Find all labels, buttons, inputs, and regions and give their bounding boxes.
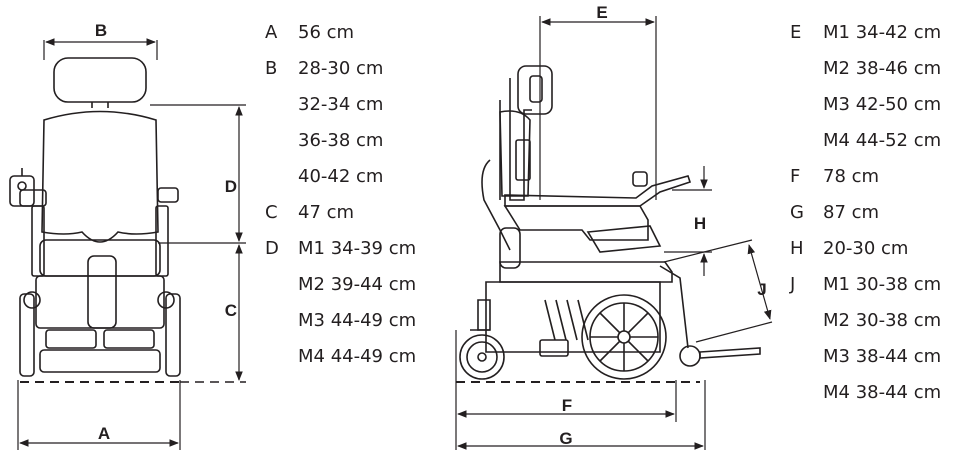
label-g: G (559, 429, 572, 448)
label-a: A (98, 424, 110, 443)
spec-value: M2 38-46 cm (823, 58, 942, 79)
side-armrest (504, 175, 692, 207)
spec-key: C (265, 202, 278, 223)
spec-value: 56 cm (298, 22, 355, 43)
front-right-footrest (103, 329, 155, 349)
spec-value: 28-30 cm (298, 58, 384, 79)
label-c: C (225, 301, 237, 320)
spec-value: 78 cm (823, 166, 880, 187)
label-d: D (225, 177, 237, 196)
side-backrest (499, 110, 531, 197)
side-rear-caster (459, 334, 505, 380)
spec-value: 47 cm (298, 202, 355, 223)
front-right-armrest (157, 187, 179, 203)
label-e: E (596, 3, 607, 22)
spec-key: D (265, 238, 279, 259)
spec-value: M3 38-44 cm (823, 346, 942, 367)
front-right-wheel (165, 293, 181, 377)
side-view-wheelchair (459, 65, 761, 380)
spec-value: M3 44-49 cm (298, 310, 417, 331)
side-joystick (632, 171, 648, 187)
front-headrest (53, 57, 147, 103)
side-headrest (517, 65, 553, 115)
spec-value: M2 30-38 cm (823, 310, 942, 331)
spec-value: 40-42 cm (298, 166, 384, 187)
spec-value: M1 34-39 cm (298, 238, 417, 259)
spec-value: M3 42-50 cm (823, 94, 942, 115)
spec-value: M4 38-44 cm (823, 382, 942, 403)
label-b: B (95, 21, 107, 40)
spec-value: 20-30 cm (823, 238, 909, 259)
side-footplate (699, 347, 761, 359)
spec-key: F (790, 166, 801, 187)
spec-key: A (265, 22, 278, 43)
spec-key: B (265, 58, 278, 79)
spec-value: M4 44-52 cm (823, 130, 942, 151)
spec-value: M1 30-38 cm (823, 274, 942, 295)
side-drive-wheel (581, 294, 667, 380)
spec-value: M1 34-42 cm (823, 22, 942, 43)
front-view-wheelchair (9, 57, 181, 377)
spec-key: G (790, 202, 804, 223)
spec-value: 87 cm (823, 202, 880, 223)
front-joystick (9, 175, 35, 207)
label-h: H (694, 214, 706, 233)
spec-key: E (790, 22, 802, 43)
front-backrest (41, 110, 159, 243)
front-left-footrest (45, 329, 97, 349)
spec-value: M2 39-44 cm (298, 274, 417, 295)
side-seat (503, 205, 649, 241)
label-f: F (562, 396, 572, 415)
spec-key: H (790, 238, 804, 259)
side-front-caster (679, 345, 701, 367)
dimension-j-line (747, 244, 772, 320)
spec-value: 32-34 cm (298, 94, 384, 115)
spec-value: 36-38 cm (298, 130, 384, 151)
spec-value: M4 44-49 cm (298, 346, 417, 367)
label-j: J (757, 280, 766, 299)
spec-key: J (790, 274, 796, 295)
